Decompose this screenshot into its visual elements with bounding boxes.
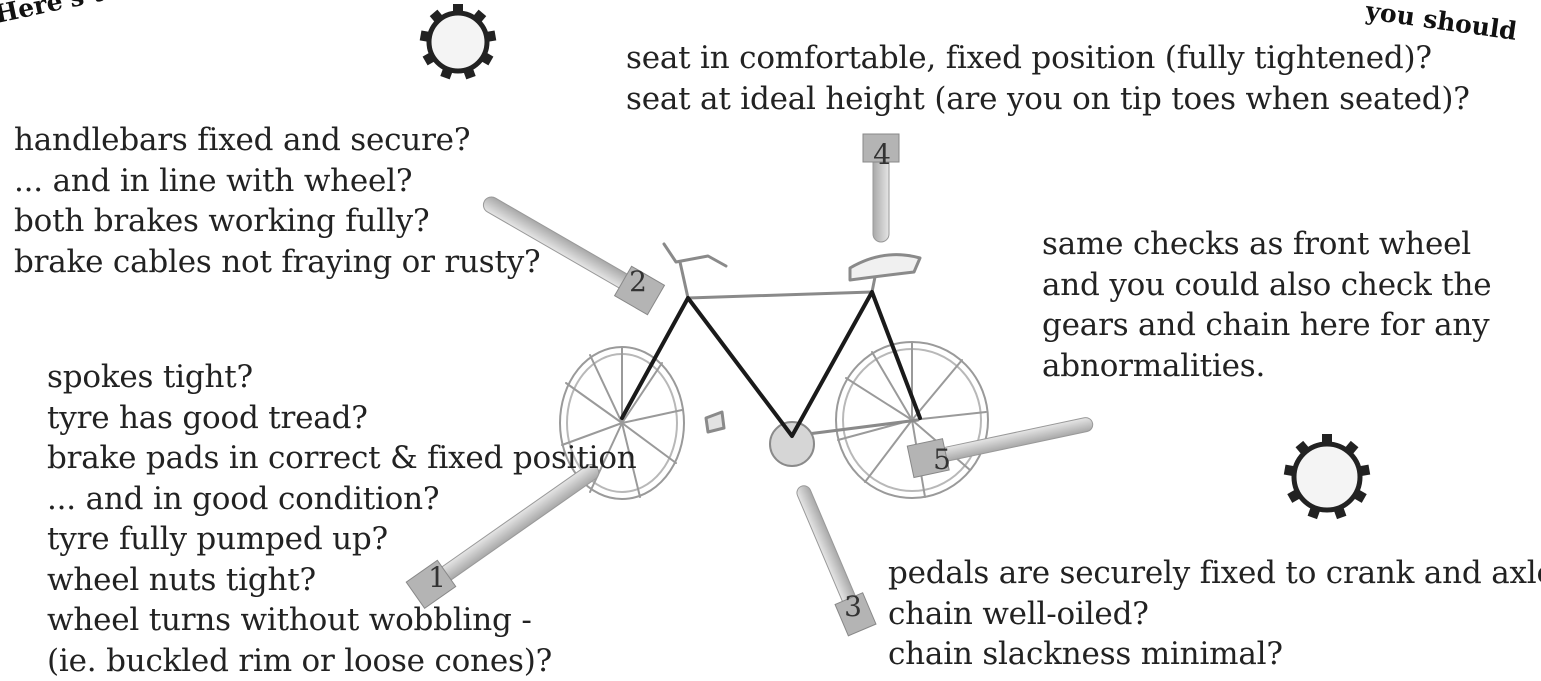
checklist-line: pedals are securely fixed to crank and a…	[888, 553, 1541, 594]
pointer-number-3: 3	[844, 590, 862, 623]
checklist-line: seat in comfortable, fixed position (ful…	[626, 38, 1470, 79]
checklist-line: abnormalities.	[1042, 346, 1491, 387]
checklist-line: ... and in line with wheel?	[14, 161, 540, 202]
pointer-number-5: 5	[933, 443, 951, 476]
checklist-line: brake cables not fraying or rusty?	[14, 242, 540, 283]
front-wheel-checklist: spokes tight? tyre has good tread? brake…	[47, 357, 637, 681]
handlebars-checklist: handlebars fixed and secure? ... and in …	[14, 120, 540, 282]
checklist-line: and you could also check the	[1042, 265, 1491, 306]
checklist-line: handlebars fixed and secure?	[14, 120, 540, 161]
back-wheel-checklist: same checks as front wheel and you could…	[1042, 224, 1491, 386]
checklist-line: wheel nuts tight?	[47, 560, 637, 601]
checklist-line: (ie. buckled rim or loose cones)?	[47, 641, 637, 681]
checklist-line: brake pads in correct & fixed position	[47, 438, 637, 479]
checklist-line: gears and chain here for any	[1042, 305, 1491, 346]
gear-icon	[1284, 434, 1370, 519]
checklist-line: seat at ideal height (are you on tip toe…	[626, 79, 1470, 120]
checklist-line: both brakes working fully?	[14, 201, 540, 242]
pointer-number-2: 2	[629, 265, 647, 298]
checklist-line: chain slackness minimal?	[888, 634, 1541, 675]
checklist-line: tyre has good tread?	[47, 398, 637, 439]
checklist-line: chain well-oiled?	[888, 594, 1541, 635]
checklist-line: same checks as front wheel	[1042, 224, 1491, 265]
checklist-line: spokes tight?	[47, 357, 637, 398]
gear-icon	[420, 4, 497, 79]
checklist-line: ... and in good condition?	[47, 479, 637, 520]
pedals-checklist: pedals are securely fixed to crank and a…	[888, 553, 1541, 675]
seat-checklist: seat in comfortable, fixed position (ful…	[626, 38, 1470, 119]
checklist-line: tyre fully pumped up?	[47, 519, 637, 560]
pointer-number-4: 4	[873, 138, 891, 171]
spanner-pointer-pedals	[787, 480, 876, 635]
checklist-line: wheel turns without wobbling -	[47, 600, 637, 641]
